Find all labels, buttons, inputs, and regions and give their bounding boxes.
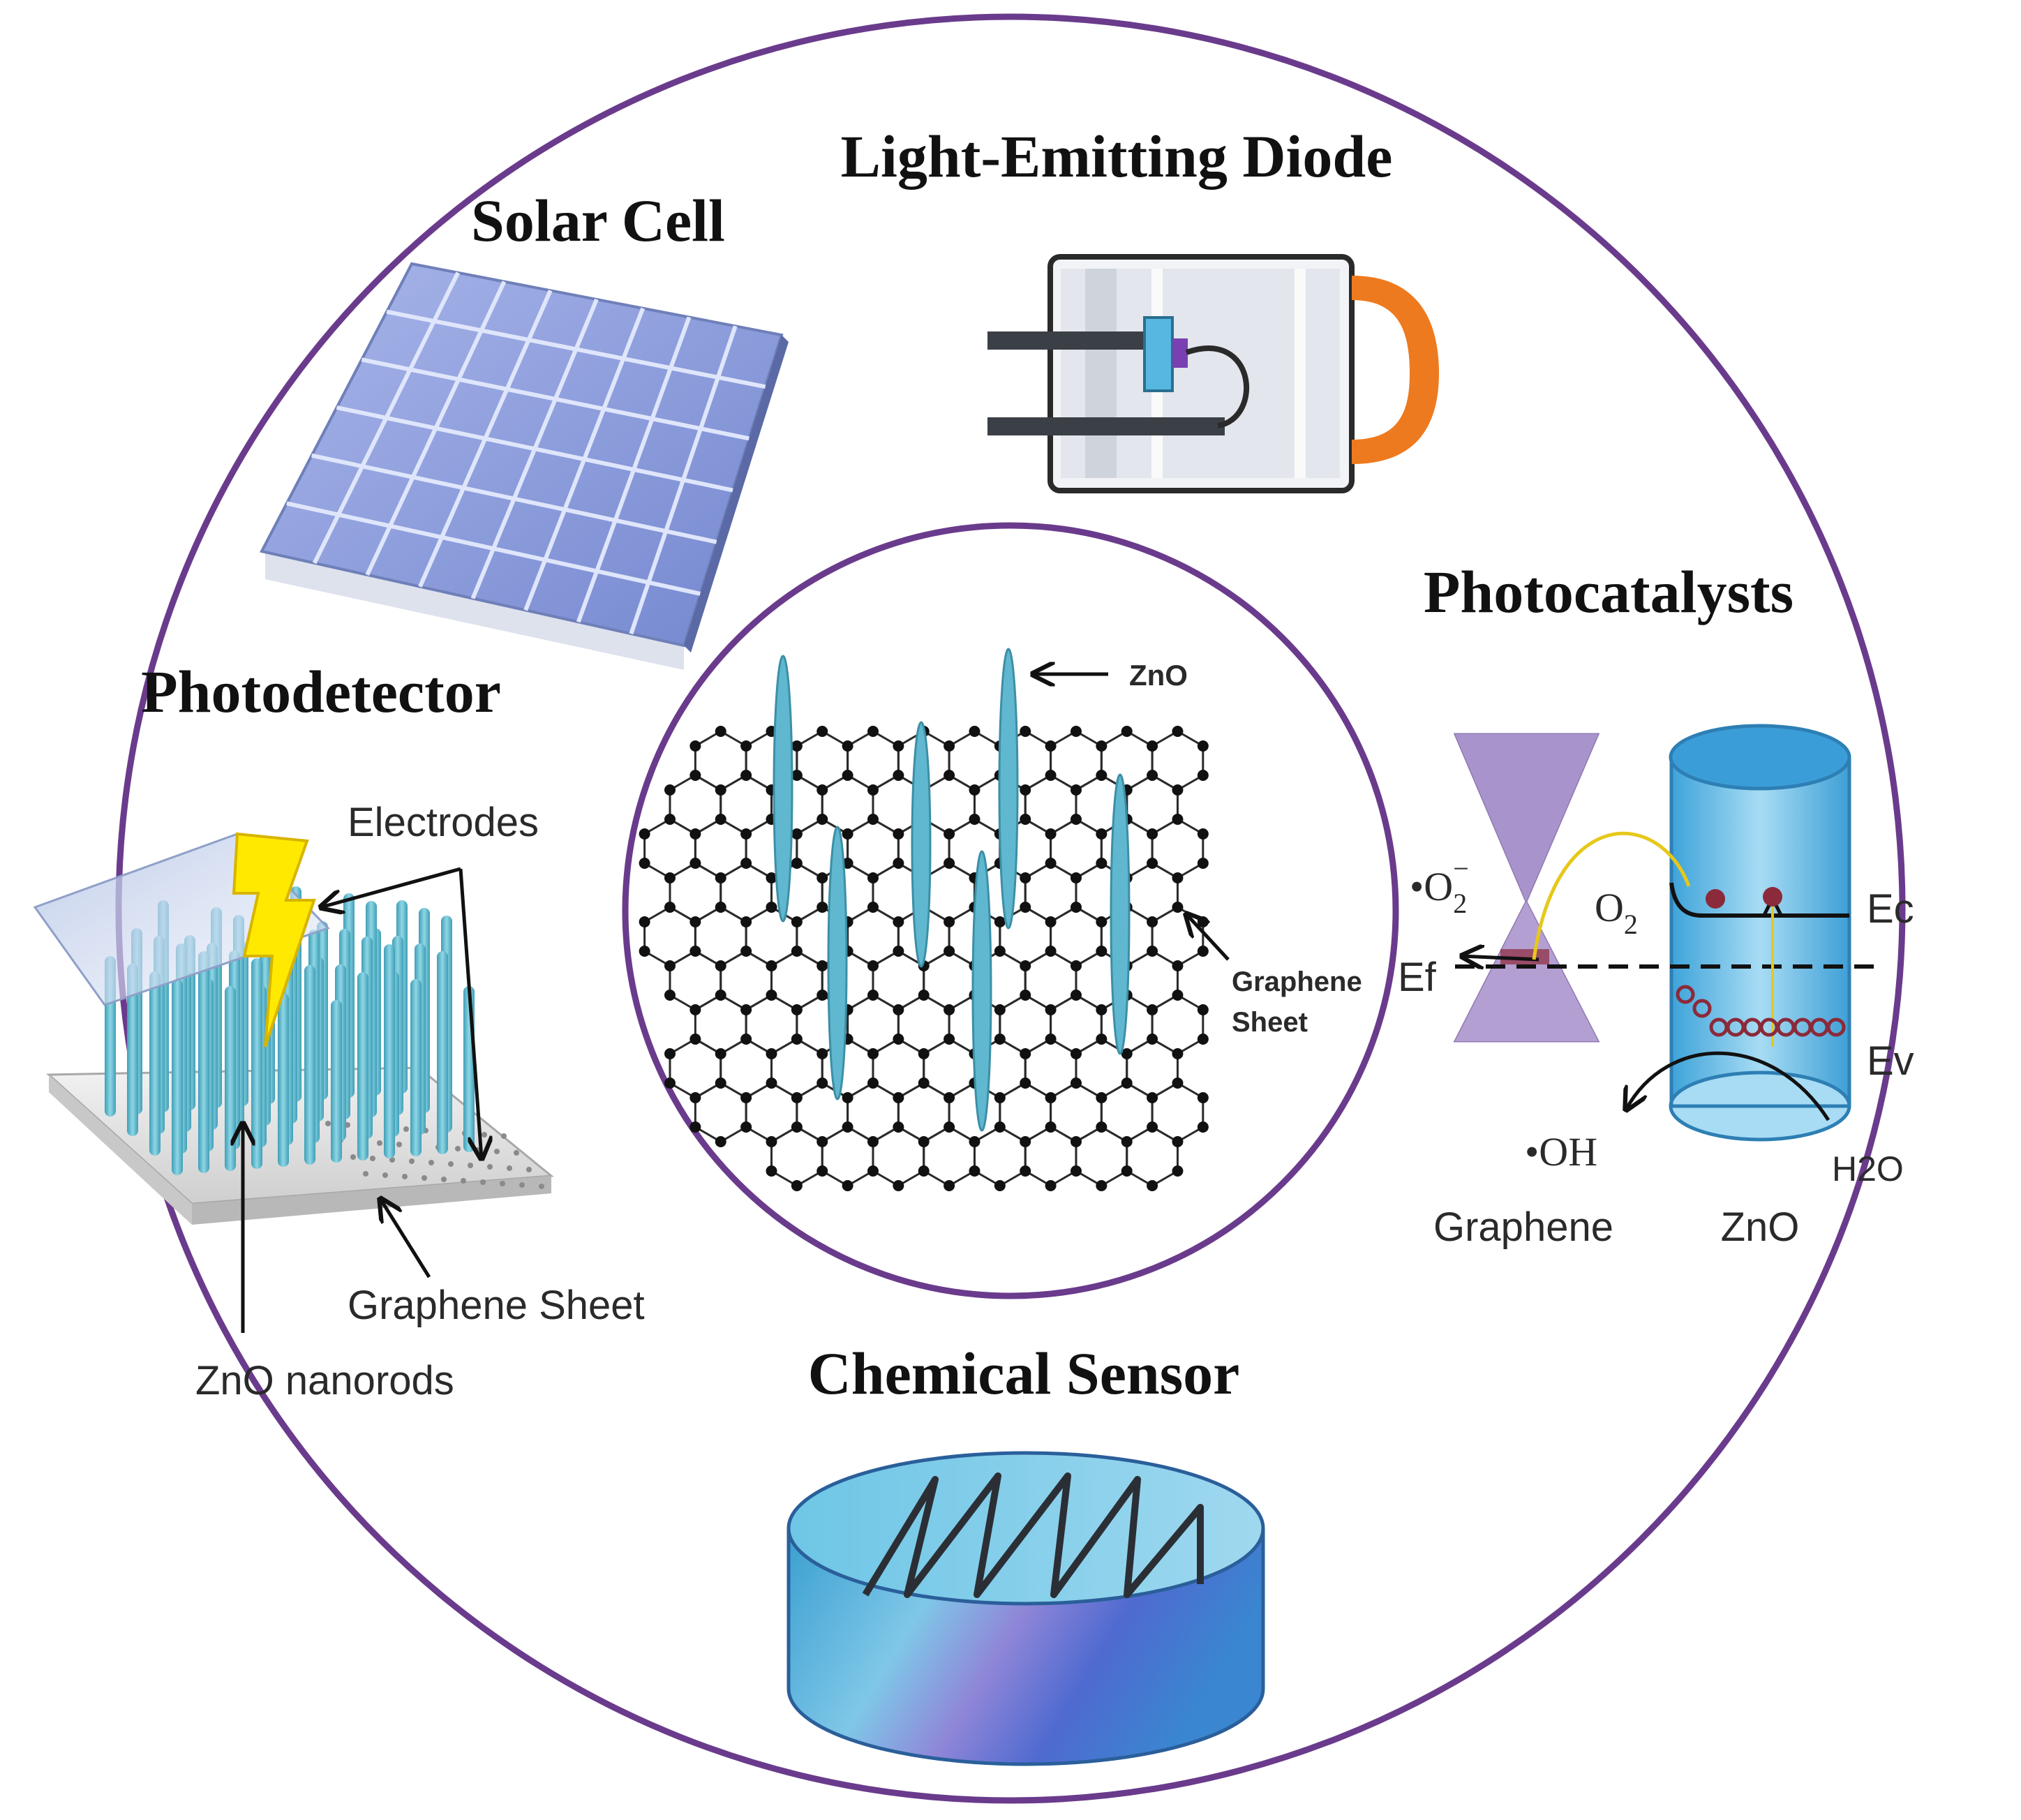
lightning-bolt-icon [232,832,316,1047]
graphene-center-arrow [1186,914,1230,961]
electrodes-arrow-top [321,867,461,907]
title-chemical-sensor: Chemical Sensor [808,1340,1240,1407]
electrodes-label: Electrodes [348,800,539,845]
ec-label: Ec [1867,886,1914,932]
ev-label: Ev [1867,1038,1914,1084]
title-photocatalysts: Photocatalysts [1424,558,1793,625]
zno-center-label: ZnO [1129,659,1188,692]
hydroxyl-label: •OH [1525,1129,1597,1174]
graphene-center-label-line2: Sheet [1232,1007,1308,1038]
zno-nanorods-center [773,648,1131,1132]
zno-nanorods-label: ZnO nanorods [195,1358,454,1403]
photodetector-illustration [33,832,554,1225]
title-photodetector: Photodetector [141,658,501,725]
water-label: H2O [1832,1149,1904,1188]
ef-label: Ef [1398,955,1437,1000]
oxygen-label: O2 [1595,885,1638,940]
graphene-photocatalyst-label: Graphene [1433,1204,1613,1250]
ef-arrow [1462,956,1539,960]
graphene-sheet-lattice [639,726,1209,1191]
zno-photocatalyst-label: ZnO [1721,1204,1800,1250]
inner-ring [622,522,1399,1299]
electrodes-arrow-bottom [458,868,482,1158]
superoxide-label: •O2− [1410,853,1469,919]
graphene-sheet-arrow [380,1199,431,1278]
graphene-sheet-label: Graphene Sheet [348,1283,645,1328]
graphene-center-label-line1: Graphene [1232,967,1362,997]
title-light-emitting-diode: Light-Emitting Diode [841,123,1393,190]
zno-cylinder [1669,724,1851,1142]
oh-arrow [1626,1051,1830,1121]
photocatalyst-illustration [1453,724,1877,1142]
solar-cell-illustration [260,262,789,670]
chemical-sensor-illustration [786,1451,1265,1766]
title-solar-cell: Solar Cell [471,187,725,254]
led-illustration [987,254,1439,493]
sensor-coil [862,1472,1204,1598]
